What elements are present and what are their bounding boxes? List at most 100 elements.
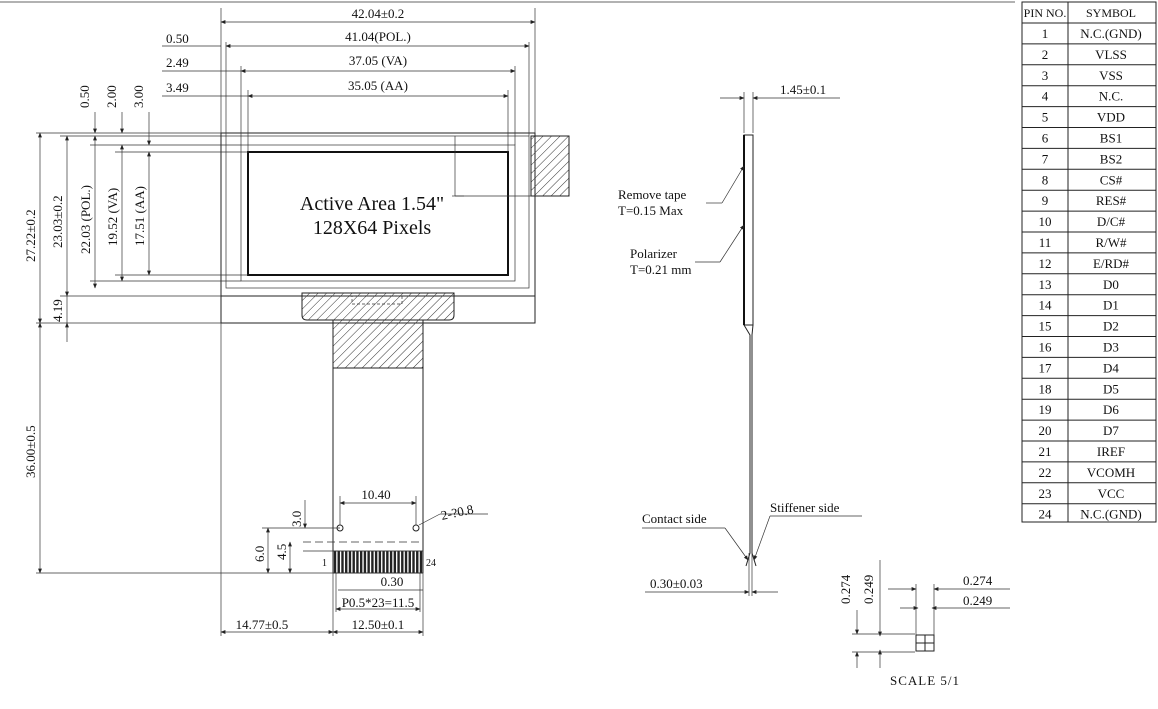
dim-fpc-length: 36.00±0.5 (23, 425, 38, 478)
pin-table-header-symbol: SYMBOL (1086, 6, 1136, 20)
pin-number: 22 (1039, 465, 1052, 480)
pin-symbol: D6 (1103, 402, 1119, 417)
dim-width-aa: 35.05 (AA) (348, 78, 408, 93)
side-glass (743, 134, 754, 326)
dim-side-thickness: 1.45±0.1 (780, 82, 826, 97)
pin-symbol: BS2 (1100, 151, 1122, 166)
dim-fpc-60: 6.0 (252, 546, 267, 562)
label-stiffener-side: Stiffener side (770, 500, 840, 515)
pin-number: 17 (1039, 360, 1053, 375)
pin-number: 21 (1039, 444, 1052, 459)
fpc-contact-finger (386, 551, 389, 573)
dim-scale-h2: 0.249 (963, 593, 992, 608)
label-polarizer: Polarizer (630, 246, 678, 261)
pin-number: 7 (1042, 151, 1049, 166)
dim-scale-v2: 0.249 (861, 575, 876, 604)
pin-symbol: IREF (1097, 444, 1125, 459)
fpc-hole-right (412, 524, 420, 532)
fpc-contact-finger (404, 551, 408, 573)
dim-v-offset-200: 2.00 (104, 85, 119, 108)
fpc-contact-finger (401, 551, 404, 573)
polarizer-outline (225, 135, 530, 289)
pin-symbol: D4 (1103, 360, 1119, 375)
label-polarizer-t: T=0.21 mm (630, 262, 692, 277)
pin-symbol: N.C.(GND) (1080, 507, 1141, 522)
pin-symbol: R/W# (1095, 235, 1127, 250)
side-view: 1.45±0.1 Remove tape T=0.15 Max Polarize… (618, 82, 862, 596)
fpc-contact-finger (393, 551, 397, 573)
label-remove-tape: Remove tape (618, 187, 686, 202)
scale-label: SCALE 5/1 (890, 673, 960, 688)
dim-scale-v1: 0.274 (838, 574, 853, 604)
fpc-contact-finger (333, 551, 337, 573)
label-contact-side: Contact side (642, 511, 707, 526)
pin-first-label: 1 (322, 558, 327, 569)
pin-symbol: CS# (1100, 172, 1123, 187)
fpc-contact-finger (337, 551, 340, 573)
pin-number: 4 (1042, 89, 1049, 104)
fpc-contact-finger (419, 551, 423, 573)
fpc-contact-finger (389, 551, 393, 573)
pin-symbol: VLSS (1095, 47, 1127, 62)
fpc-contact-finger (416, 551, 419, 573)
dim-height-pol-tol: 23.03±0.2 (50, 195, 65, 248)
pin-number: 3 (1042, 68, 1049, 83)
pin-table-header-no: PIN NO. (1024, 6, 1067, 20)
pin-number: 16 (1039, 340, 1053, 355)
fpc-contacts (333, 551, 423, 573)
dim-offset-050: 0.50 (166, 31, 189, 46)
front-view: 1 24 Active Area 1.54" 128X64 Pixels 42.… (23, 6, 570, 636)
dim-fpc-width: 12.50±0.1 (352, 617, 405, 632)
fpc-contact-finger (363, 551, 367, 573)
label-remove-tape-t: T=0.15 Max (618, 203, 684, 218)
pin-number: 13 (1039, 277, 1052, 292)
fpc-contact-finger (367, 551, 370, 573)
pin-number: 1 (1042, 26, 1049, 41)
dim-offset-249: 2.49 (166, 55, 189, 70)
fpc-contact-finger (356, 551, 359, 573)
remove-tape-tab (530, 135, 570, 197)
pin-symbol: N.C. (1099, 89, 1124, 104)
fpc-bond-area (301, 292, 455, 321)
dim-scale-h1: 0.274 (963, 573, 993, 588)
fpc-contact-finger (359, 551, 363, 573)
pin-symbol: RES# (1096, 193, 1127, 208)
dim-fpc-45: 4.5 (274, 544, 289, 560)
pin-number: 24 (1039, 507, 1053, 522)
pin-number: 19 (1039, 402, 1052, 417)
fpc-contact-finger (345, 551, 348, 573)
fpc-contact-finger (352, 551, 355, 573)
active-area-pixels: 128X64 Pixels (313, 217, 432, 239)
dim-pitch-030: 0.30 (381, 574, 404, 589)
pin-symbol: D1 (1103, 298, 1119, 313)
pin-number: 18 (1039, 381, 1052, 396)
dim-fpc-left-offset: 14.77±0.5 (236, 617, 289, 632)
dim-fpc-1040: 10.40 (361, 487, 390, 502)
active-area-title: Active Area 1.54" (300, 193, 444, 215)
fpc-contact-finger (371, 551, 374, 573)
pin-symbol: D7 (1103, 423, 1119, 438)
dim-fpc-30: 3.0 (289, 511, 304, 527)
pin-symbol: D2 (1103, 319, 1119, 334)
dim-pitch-total: P0.5*23=11.5 (342, 595, 415, 610)
pin-symbol: D5 (1103, 381, 1119, 396)
fpc-contact-finger (348, 551, 352, 573)
dim-width-total: 42.04±0.2 (352, 6, 405, 21)
dim-hole-spec: 2-?0.8 (440, 501, 475, 523)
dim-v-offset-050: 0.50 (77, 85, 92, 108)
fpc-contact-finger (341, 551, 344, 573)
pin-symbol: N.C.(GND) (1080, 26, 1141, 41)
fpc-contact-finger (378, 551, 382, 573)
pin-symbol: VDD (1097, 110, 1125, 125)
dim-height-va: 19.52 (VA) (105, 188, 120, 246)
dim-offset-349: 3.49 (166, 80, 189, 95)
pin-number: 20 (1039, 423, 1052, 438)
fpc-contact-finger (412, 551, 415, 573)
scale-detail: 0.274 0.249 0.274 0.249 SCALE 5/1 (838, 560, 1010, 688)
pin-symbol: BS1 (1100, 131, 1122, 146)
dim-v-offset-300: 3.00 (131, 85, 146, 108)
pin-last-label: 24 (426, 558, 436, 569)
fpc-contact-finger (397, 551, 400, 573)
